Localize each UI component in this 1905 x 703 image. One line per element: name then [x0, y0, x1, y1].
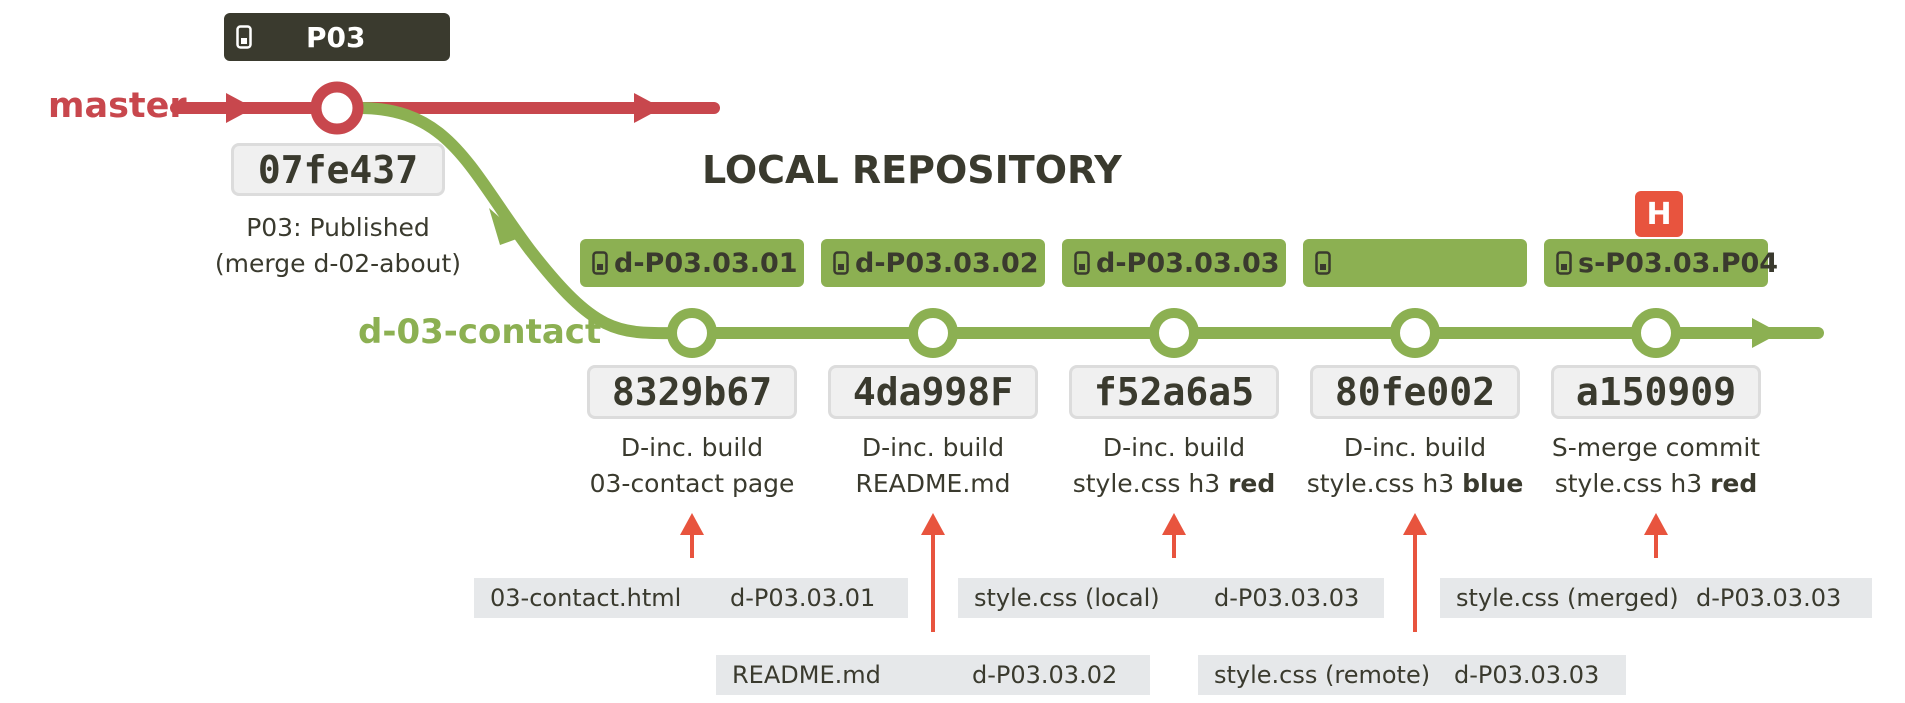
file-name: style.css (remote) — [1214, 661, 1431, 689]
commit-desc-emphasis: blue — [1462, 469, 1524, 498]
feature-branch-label[interactable]: d-03-contact — [358, 312, 602, 352]
commit-sha-5[interactable]: a150909 — [1551, 365, 1761, 419]
master-commit-desc-line1: P03: Published — [246, 213, 430, 242]
master-commit-node[interactable] — [310, 81, 364, 135]
commit-node-1[interactable] — [667, 308, 717, 358]
commit-desc-emphasis: red — [1710, 469, 1758, 498]
master-tag-label: P03 — [306, 20, 366, 54]
file-tag: d-P03.03.02 — [972, 661, 1118, 689]
commit-desc-line2: README.md — [855, 469, 1011, 498]
file-tag: d-P03.03.03 — [1214, 584, 1360, 612]
commit-tag-label: s-P03.03.P04 — [1578, 247, 1779, 279]
master-commit-desc: P03: Published (merge d-02-about) — [188, 210, 488, 282]
file-tag: d-P03.03.01 — [730, 584, 876, 612]
commit-sha-2[interactable]: 4da998F — [828, 365, 1038, 419]
pointer-arrowhead-icon — [1403, 513, 1427, 535]
file-name: style.css (merged) — [1456, 584, 1679, 612]
commit-desc-emphasis: red — [1228, 469, 1276, 498]
lock-tag-icon — [592, 251, 608, 275]
branch-off-curve — [359, 102, 691, 340]
master-arrowhead-icon — [226, 93, 254, 123]
file-box-5: style.css (merged) d-P03.03.03 — [1440, 578, 1872, 618]
commit-desc-line1: D-inc. build — [1343, 433, 1487, 462]
file-box-2: README.md d-P03.03.02 — [716, 655, 1150, 695]
file-tag: d-P03.03.03 — [1696, 584, 1842, 612]
commit-desc-3: D-inc. build style.css h3 red — [1044, 430, 1304, 502]
commit-tag-3[interactable]: d-P03.03.03 — [1062, 239, 1286, 287]
file-name: style.css (local) — [974, 584, 1160, 612]
diagram-title: LOCAL REPOSITORY — [702, 148, 1122, 192]
lock-tag-icon — [1315, 251, 1331, 275]
commit-tag-2[interactable]: d-P03.03.02 — [821, 239, 1045, 287]
file-box-4: style.css (remote) d-P03.03.03 — [1198, 655, 1626, 695]
file-box-3: style.css (local) d-P03.03.03 — [958, 578, 1384, 618]
commit-sha-4[interactable]: 80fe002 — [1310, 365, 1520, 419]
lock-tag-icon — [833, 251, 849, 275]
pointer-arrowhead-icon — [680, 513, 704, 535]
lock-tag-icon — [1074, 251, 1090, 275]
file-name: 03-contact.html — [490, 584, 682, 612]
commit-desc-line2: style.css h3 red — [1554, 469, 1758, 498]
commit-tag-4[interactable] — [1303, 239, 1527, 287]
commit-desc-5: S-merge commit style.css h3 red — [1526, 430, 1786, 502]
commit-tag-5[interactable]: s-P03.03.P04 — [1544, 239, 1778, 287]
branch-arrowhead-icon — [489, 208, 522, 245]
commit-desc-line2: style.css h3 blue — [1306, 469, 1524, 498]
commit-tag-1[interactable]: d-P03.03.01 — [580, 239, 804, 287]
master-commit-desc-line2: (merge d-02-about) — [214, 249, 462, 278]
commit-desc-line1: D-inc. build — [620, 433, 764, 462]
master-tag[interactable]: P03 — [224, 13, 450, 61]
commit-desc-line1: D-inc. build — [1102, 433, 1246, 462]
master-arrowhead-icon — [634, 93, 662, 123]
commit-tag-label: d-P03.03.01 — [614, 247, 798, 279]
lock-tag-icon — [1556, 251, 1572, 275]
lock-tag-icon — [236, 25, 252, 49]
commit-tag-label: d-P03.03.02 — [855, 247, 1039, 279]
pointer-arrowhead-icon — [921, 513, 945, 535]
commit-tag-label: d-P03.03.03 — [1096, 247, 1280, 279]
pointer-arrowhead-icon — [1644, 513, 1668, 535]
commit-sha-3[interactable]: f52a6a5 — [1069, 365, 1279, 419]
file-name: README.md — [732, 661, 881, 689]
master-branch-label[interactable]: master — [48, 86, 187, 126]
commit-desc-4: D-inc. build style.css h3 blue — [1285, 430, 1545, 502]
commit-desc-line2: style.css h3 red — [1072, 469, 1276, 498]
commit-node-5[interactable] — [1631, 308, 1681, 358]
head-badge[interactable]: H — [1635, 191, 1683, 237]
feature-arrowhead-icon — [1752, 318, 1780, 348]
file-tag: d-P03.03.03 — [1454, 661, 1600, 689]
pointer-arrowhead-icon — [1162, 513, 1186, 535]
commit-sha-1[interactable]: 8329b67 — [587, 365, 797, 419]
commit-desc-line1: D-inc. build — [861, 433, 1005, 462]
master-commit-sha[interactable]: 07fe437 — [231, 143, 445, 196]
commit-desc-1: D-inc. build 03-contact page — [562, 430, 822, 502]
commit-node-4[interactable] — [1390, 308, 1440, 358]
commit-desc-line2: 03-contact page — [589, 469, 795, 498]
commit-node-3[interactable] — [1149, 308, 1199, 358]
commit-node-2[interactable] — [908, 308, 958, 358]
file-box-1: 03-contact.html d-P03.03.01 — [474, 578, 908, 618]
commit-desc-line1: S-merge commit — [1551, 433, 1761, 462]
